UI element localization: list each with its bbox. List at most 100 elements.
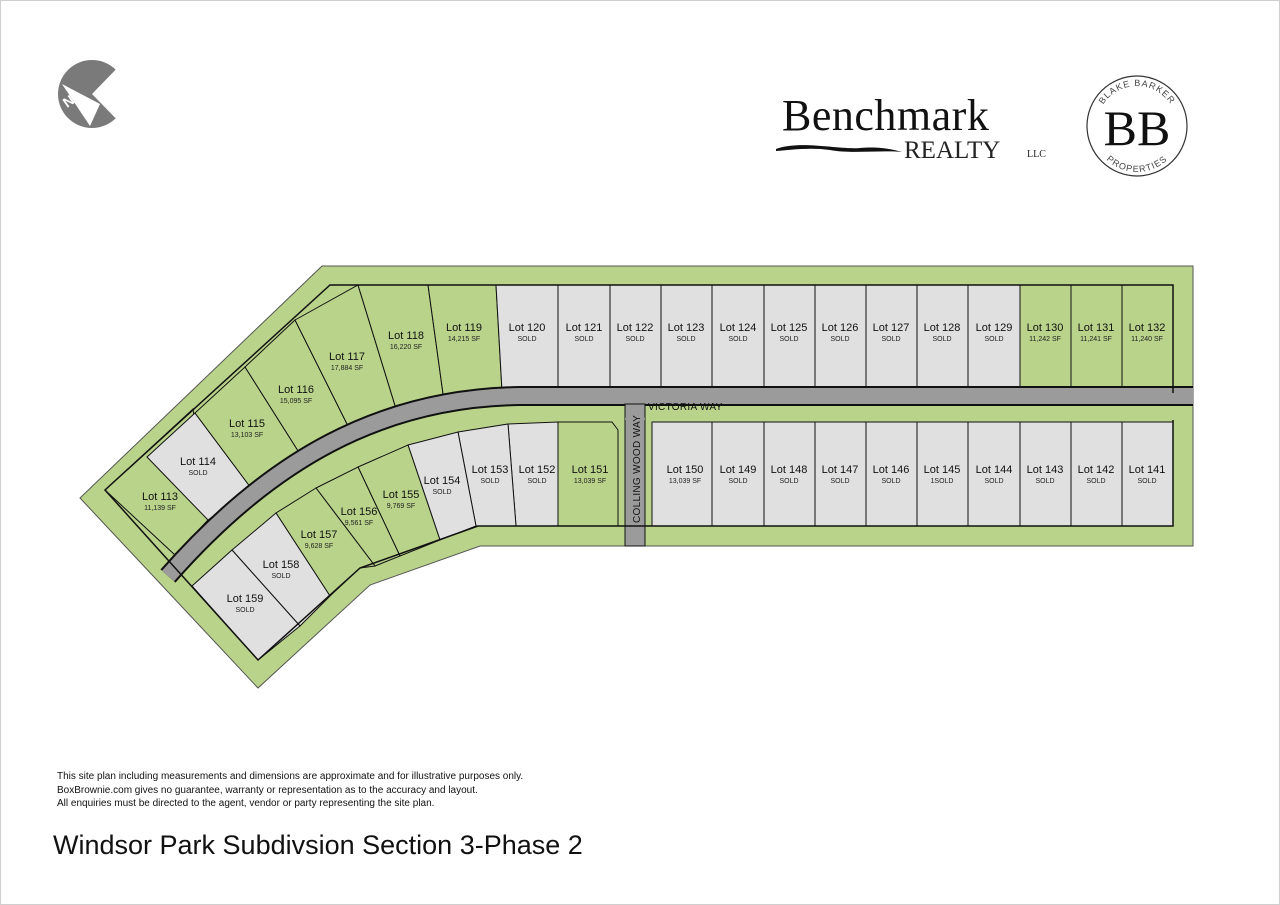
lot-label: Lot 129 — [976, 322, 1013, 334]
lot-detail: SOLD — [517, 336, 536, 343]
lot-detail: SOLD — [932, 336, 951, 343]
lot-detail: SOLD — [984, 336, 1003, 343]
lot-detail: 11,242 SF — [1029, 336, 1061, 343]
lot-detail: 14,215 SF — [448, 336, 480, 343]
lot-label: Lot 147 — [822, 464, 859, 476]
victoria-way-label: VICTORIA WAY — [648, 402, 723, 413]
lot-label: Lot 142 — [1078, 464, 1115, 476]
lot-label: Lot 141 — [1129, 464, 1166, 476]
lot-detail: SOLD — [779, 478, 798, 485]
lot-detail: SOLD — [881, 478, 900, 485]
lot-label: Lot 159 — [227, 593, 264, 605]
lot-label: Lot 127 — [873, 322, 910, 334]
disclaimer-line: This site plan including measurements an… — [57, 771, 524, 782]
lot-label: Lot 153 — [472, 464, 509, 476]
lot-label: Lot 131 — [1078, 322, 1115, 334]
lot-detail: 9,561 SF — [345, 520, 373, 527]
lot-label: Lot 143 — [1027, 464, 1064, 476]
lot-detail: 9,769 SF — [387, 503, 415, 510]
lot-label: Lot 114 — [180, 456, 216, 468]
lot-label: Lot 128 — [924, 322, 961, 334]
lot-detail: SOLD — [1035, 478, 1054, 485]
lot-detail: SOLD — [779, 336, 798, 343]
lot-label: Lot 118 — [388, 330, 424, 342]
lot-detail: SOLD — [1137, 478, 1156, 485]
colling-wood-way-label: COLLING WOOD WAY — [632, 415, 643, 523]
lot-132[interactable]: Lot 132 11,240 SF — [1121, 284, 1174, 389]
lot-detail: SOLD — [271, 573, 290, 580]
lot-detail: SOLD — [188, 470, 207, 477]
lot-label: Lot 155 — [383, 489, 420, 501]
lot-label: Lot 120 — [509, 322, 546, 334]
lot-detail: SOLD — [527, 478, 546, 485]
lot-label: Lot 123 — [668, 322, 705, 334]
lot-detail: 13,039 SF — [669, 478, 701, 485]
lot-label: Lot 115 — [229, 418, 265, 430]
lot-label: Lot 125 — [771, 322, 808, 334]
lot-detail: 11,139 SF — [144, 505, 176, 512]
lot-label: Lot 117 — [329, 351, 365, 363]
lot-detail: SOLD — [574, 336, 593, 343]
lot-detail: SOLD — [728, 478, 747, 485]
brand-name: Benchmark — [782, 91, 990, 140]
bb-properties-logo: BLAKE BARKER PROPERTIES BB — [1086, 75, 1188, 177]
lot-detail: SOLD — [984, 478, 1003, 485]
lot-label: Lot 121 — [566, 322, 603, 334]
lot-detail: SOLD — [881, 336, 900, 343]
lot-label: Lot 152 — [519, 464, 556, 476]
lot-detail: 13,103 SF — [231, 432, 263, 439]
lot-label: Lot 113 — [142, 491, 178, 503]
brand-swoosh — [776, 145, 902, 152]
lot-detail: 11,241 SF — [1080, 336, 1112, 343]
lot-detail: SOLD — [625, 336, 644, 343]
lot-label: Lot 122 — [617, 322, 654, 334]
colling-wood-way-road — [624, 403, 646, 547]
lot-detail: SOLD — [830, 336, 849, 343]
lot-label: Lot 148 — [771, 464, 808, 476]
lot-label: Lot 116 — [278, 384, 314, 396]
lot-detail: 11,240 SF — [1131, 336, 1163, 343]
lot-label: Lot 130 — [1027, 322, 1064, 334]
lot-detail: SOLD — [830, 478, 849, 485]
lot-detail: SOLD — [480, 478, 499, 485]
lot-label: Lot 151 — [572, 464, 609, 476]
lot-130[interactable]: Lot 130 11,242 SF — [1019, 284, 1072, 389]
lot-label: Lot 158 — [263, 559, 300, 571]
disclaimer-line: BoxBrownie.com gives no guarantee, warra… — [57, 784, 478, 796]
lot-label: Lot 156 — [341, 506, 378, 518]
lot-detail: SOLD — [235, 607, 254, 614]
lot-detail: SOLD — [432, 489, 451, 496]
plan-title: Windsor Park Subdivsion Section 3-Phase … — [53, 830, 583, 860]
lot-156[interactable]: Lot 156 9,561 SF — [315, 466, 401, 567]
lot-label: Lot 132 — [1129, 322, 1166, 334]
lot-label: Lot 157 — [301, 529, 338, 541]
lot-131[interactable]: Lot 131 11,241 SF — [1070, 284, 1123, 389]
victoria-way-road-fill — [161, 388, 1193, 582]
